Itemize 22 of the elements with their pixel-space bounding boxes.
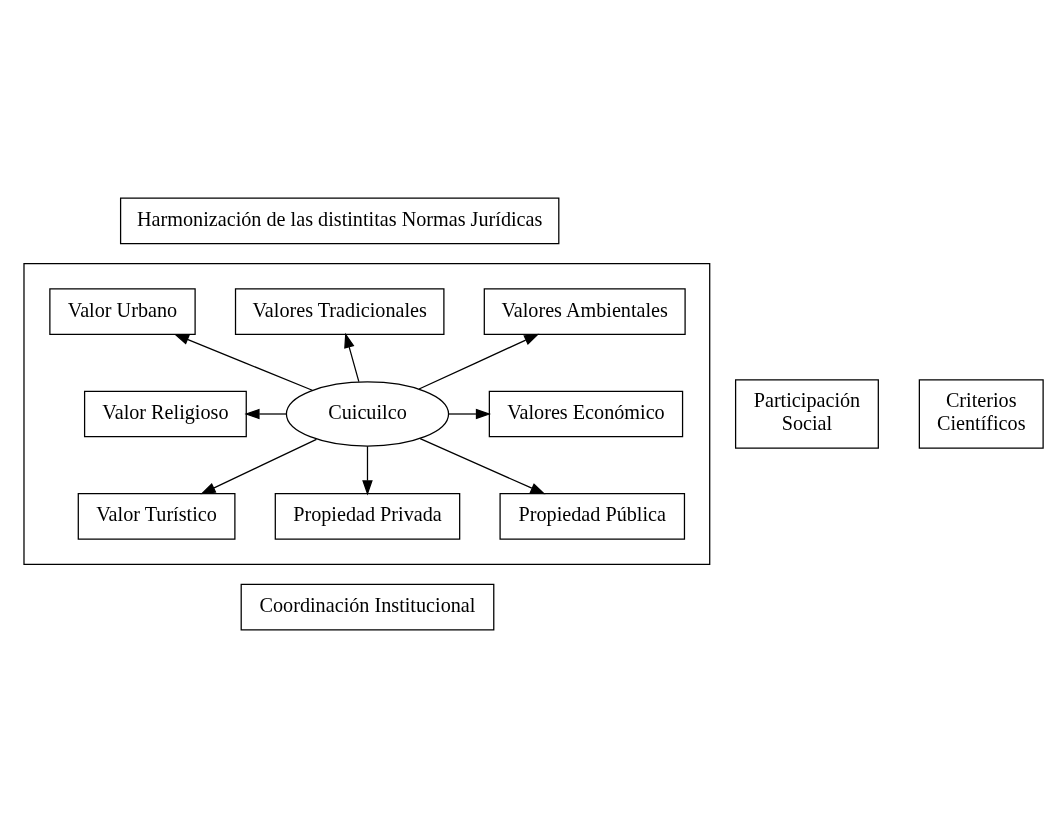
node-box: Propiedad Pública	[499, 492, 686, 540]
node-box: Valor Turístico	[77, 492, 236, 540]
node-ellipse: Cuicuilco	[285, 381, 450, 447]
node-box: Harmonización de las distintitas Normas Jurídicas	[119, 197, 560, 245]
arrow	[344, 332, 360, 383]
node-box: Coordinación Institucional	[240, 583, 495, 631]
node-box: Valores Ambientales	[483, 288, 686, 336]
node-box: Participación Social	[735, 379, 879, 449]
node-box: Valores Tradicionales	[234, 288, 445, 336]
arrow	[419, 438, 546, 495]
arrow	[244, 408, 287, 420]
node-box: Valor Urbano	[49, 288, 196, 336]
arrow	[448, 408, 491, 420]
node-box: Propiedad Privada	[274, 492, 461, 540]
arrow	[173, 333, 313, 391]
node-box: Criterios Científicos	[918, 379, 1044, 449]
arrow	[362, 445, 373, 496]
node-box: Valor Religioso	[84, 390, 247, 438]
node-box: Valores Económico	[488, 390, 684, 438]
cluster	[23, 263, 711, 565]
arrow	[418, 333, 540, 390]
arrow	[200, 438, 318, 495]
